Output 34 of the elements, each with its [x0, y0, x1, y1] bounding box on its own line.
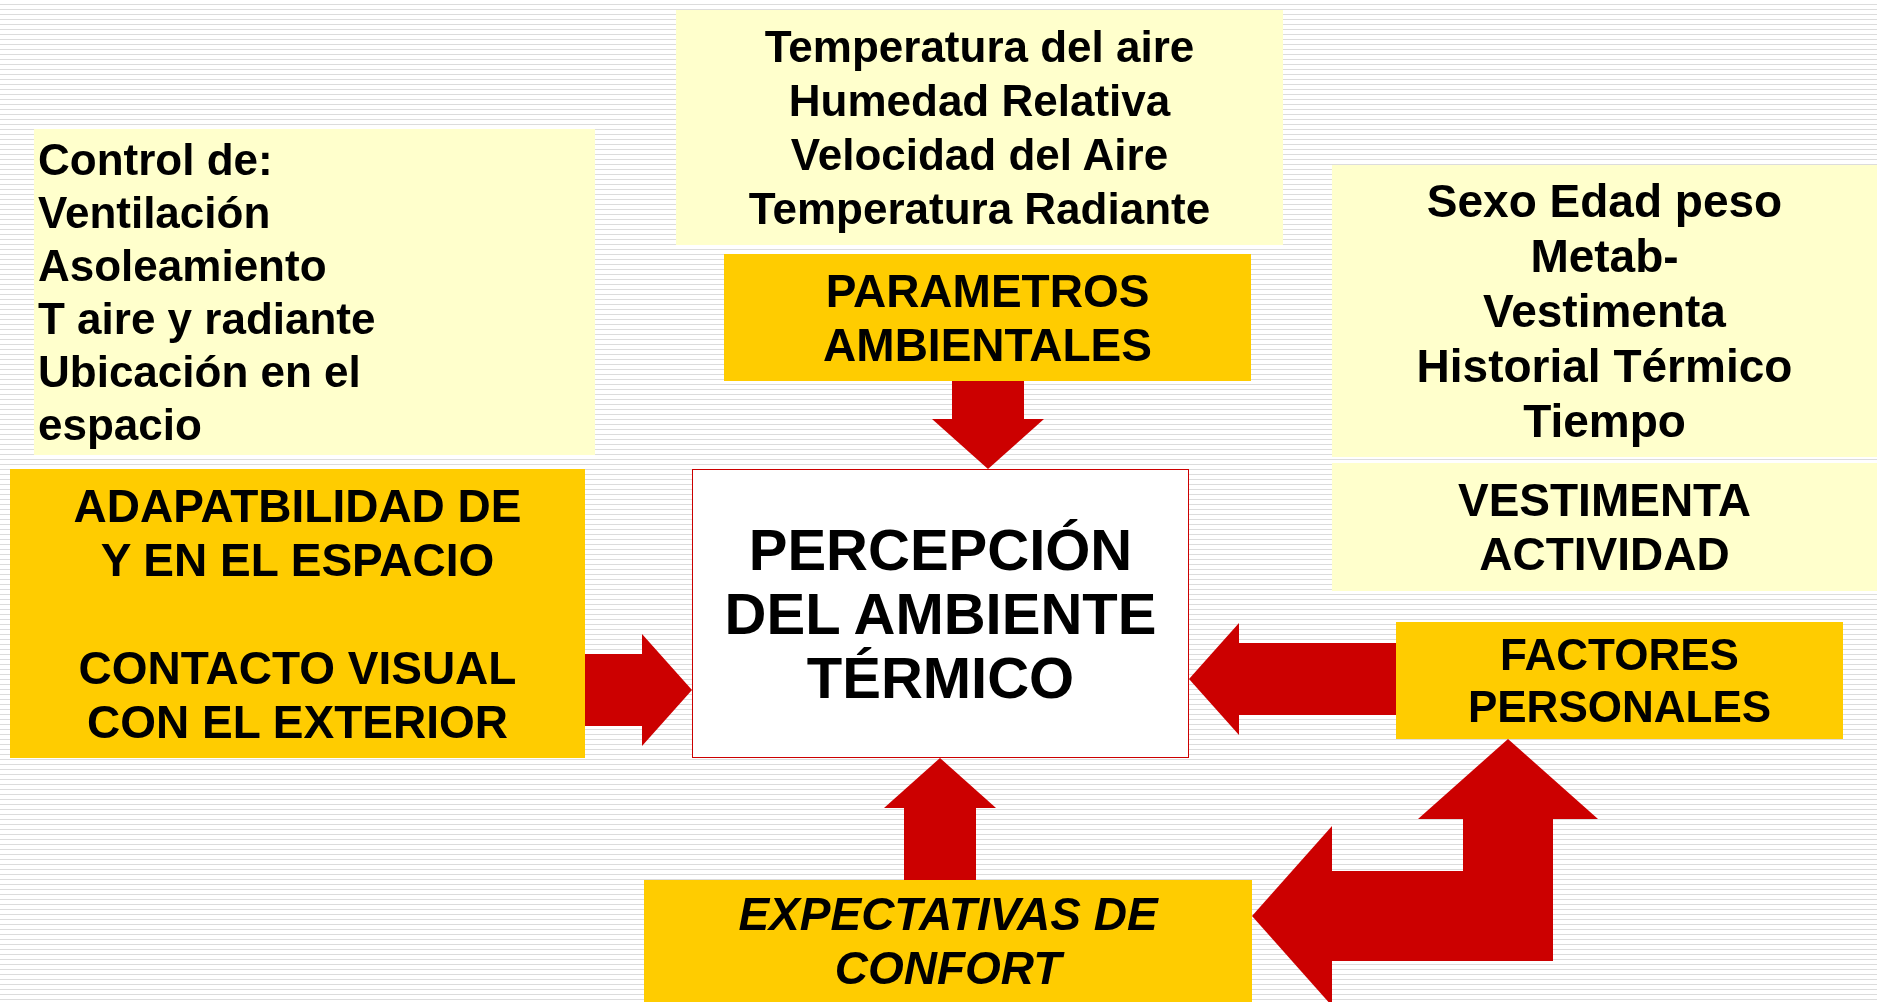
node-text: Metab- Vestimenta	[1482, 228, 1727, 339]
node-text: T aire y radiante	[38, 293, 376, 345]
central-box	[692, 469, 1189, 758]
node-text: Historial Térmico	[1416, 338, 1793, 394]
block-arrow	[1252, 739, 1598, 1002]
title-text: PERCEPCIÓN DEL AMBIENTE TÉRMICO	[723, 517, 1158, 710]
block-arrow	[585, 634, 692, 746]
node-text: PARAMETROS AMBIENTALES	[822, 263, 1153, 372]
node-text: Asoleamiento	[38, 240, 327, 292]
label-box	[10, 469, 585, 758]
node-text: VESTIMENTA ACTIVIDAD	[1456, 473, 1753, 581]
label-box	[644, 880, 1252, 1002]
node-text: Ventilación	[38, 187, 271, 239]
block-arrow	[1189, 623, 1396, 735]
node-text: EXPECTATIVAS DE CONFORT	[738, 887, 1158, 995]
text-box	[1332, 463, 1877, 591]
node-text: ADAPATBILIDAD DE Y EN EL ESPACIO	[72, 478, 523, 587]
node-text: Temperatura Radiante	[748, 182, 1211, 235]
node-text: FACTORES PERSONALES	[1466, 628, 1773, 733]
text-box	[34, 129, 595, 455]
node-text: Velocidad del Aire	[790, 128, 1169, 181]
node-text: Tiempo	[1523, 393, 1686, 449]
node-text: Sexo Edad peso	[1426, 173, 1783, 229]
node-text: CONTACTO VISUAL CON EL EXTERIOR	[77, 640, 518, 749]
node-text: Ubicación en el espacio	[38, 346, 362, 451]
text-box	[676, 10, 1283, 245]
block-arrow	[884, 758, 996, 880]
label-box	[1396, 622, 1843, 739]
node-text: Humedad Relativa	[788, 74, 1171, 127]
block-arrow	[932, 381, 1044, 469]
text-box	[1332, 165, 1877, 457]
node-text: Temperatura del aire	[764, 20, 1195, 73]
label-box	[724, 254, 1251, 381]
node-text: Control de:	[38, 134, 273, 186]
